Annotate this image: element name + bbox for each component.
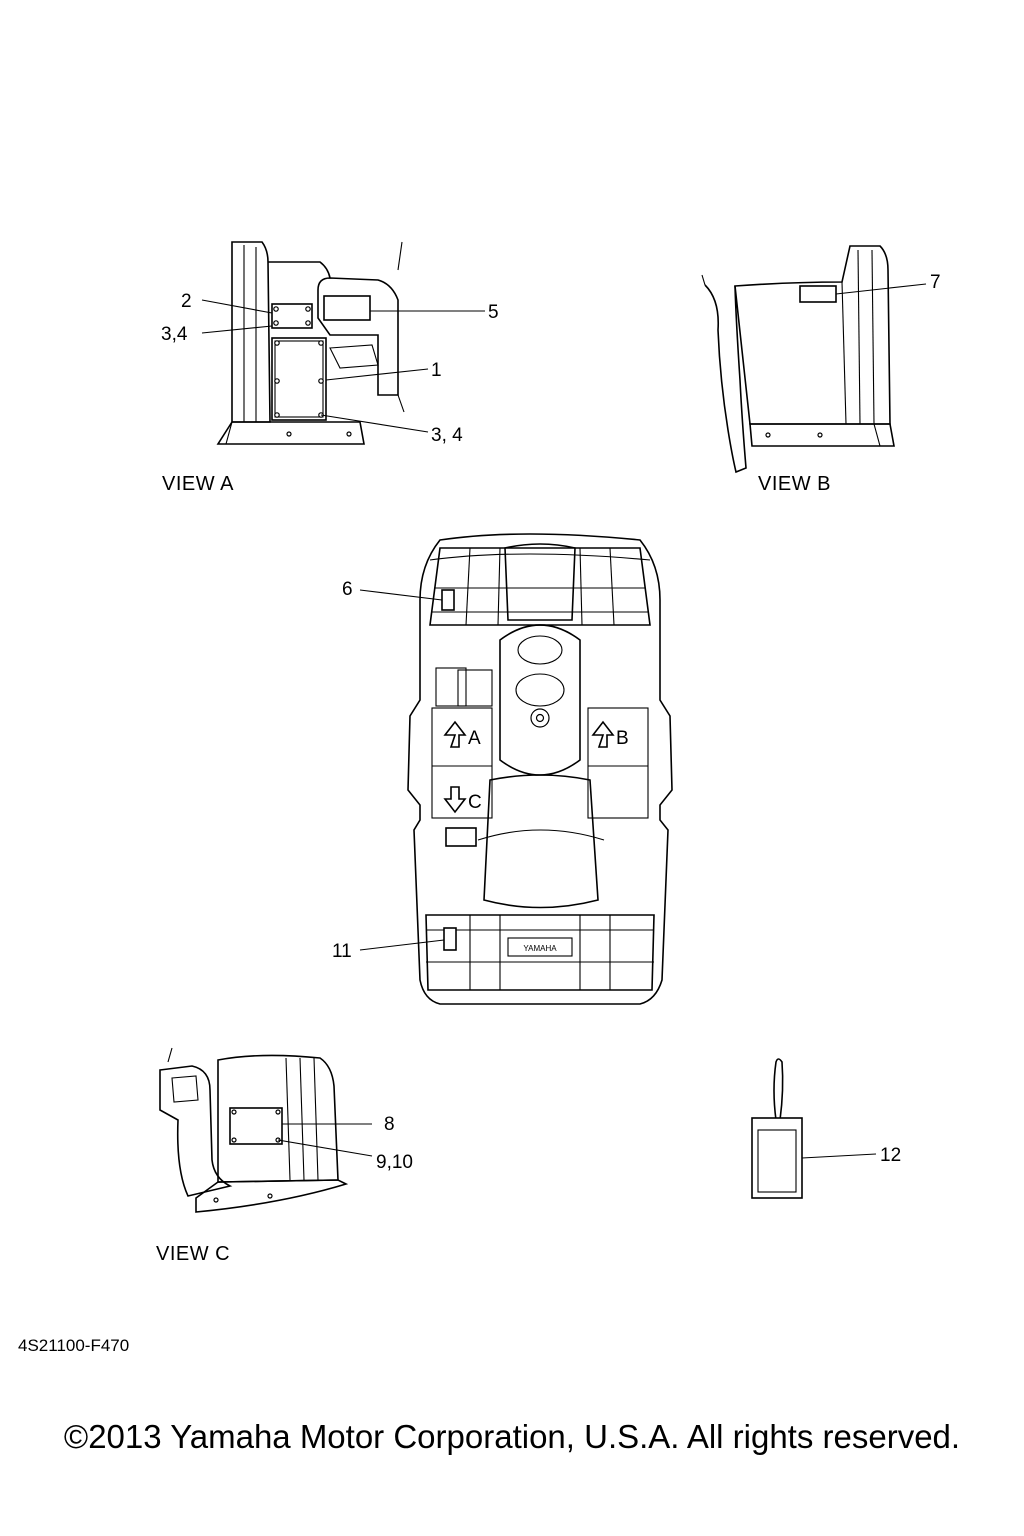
arrow-label-b: B: [616, 728, 629, 749]
arrow-label-c: C: [468, 792, 482, 813]
view-a-label: VIEW A: [162, 473, 234, 495]
view-c-label: VIEW C: [156, 1243, 230, 1265]
copyright-notice: ©2013 Yamaha Motor Corporation, U.S.A. A…: [63, 1418, 961, 1455]
callout-view-c-8: 8: [384, 1114, 395, 1135]
callout-view-a-5: 5: [488, 302, 499, 323]
view-a-drawing: [201, 241, 485, 445]
callout-view-a-2: 2: [181, 291, 192, 312]
brand-mark-yamaha: YAMAHA: [523, 944, 557, 953]
callout-top-11: 11: [332, 941, 352, 962]
view-b-drawing: [701, 245, 927, 474]
callout-view-a-3-4-lower: 3, 4: [431, 425, 463, 446]
view-c-drawing: [159, 1047, 373, 1213]
hang-tag-drawing: [751, 1058, 877, 1199]
view-b-label: VIEW B: [758, 473, 831, 495]
callout-tag-12: 12: [880, 1145, 901, 1166]
callout-view-b-7: 7: [930, 272, 941, 293]
callout-view-c-9-10: 9,10: [376, 1152, 413, 1173]
diagram-code: 4S21100-F470: [18, 1336, 130, 1355]
callout-view-a-3-4-upper: 3,4: [161, 324, 188, 345]
arrow-label-a: A: [468, 728, 481, 749]
callout-view-a-1: 1: [431, 360, 442, 381]
callout-top-6: 6: [342, 579, 353, 600]
atv-top-view-drawing: [359, 533, 673, 1005]
